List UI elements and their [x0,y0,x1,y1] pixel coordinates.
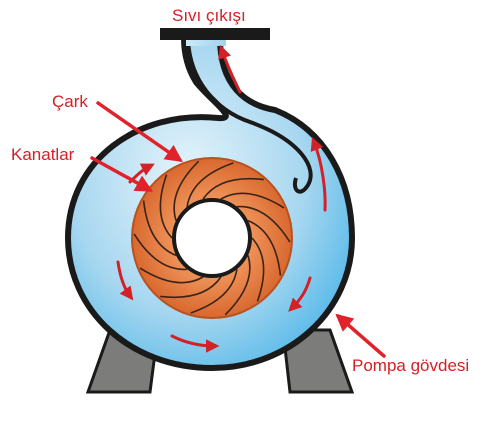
outlet-flange [160,28,270,40]
pointer-arrow-icon [338,316,384,356]
impeller-eye [174,200,250,276]
impeller-label: Çark [52,92,88,112]
blades-label: Kanatlar [11,145,74,165]
impeller [132,158,292,318]
outlet-channel [186,40,226,46]
outlet-label: Sıvı çıkışı [172,6,246,26]
casing-label: Pompa gövdesi [352,356,469,376]
